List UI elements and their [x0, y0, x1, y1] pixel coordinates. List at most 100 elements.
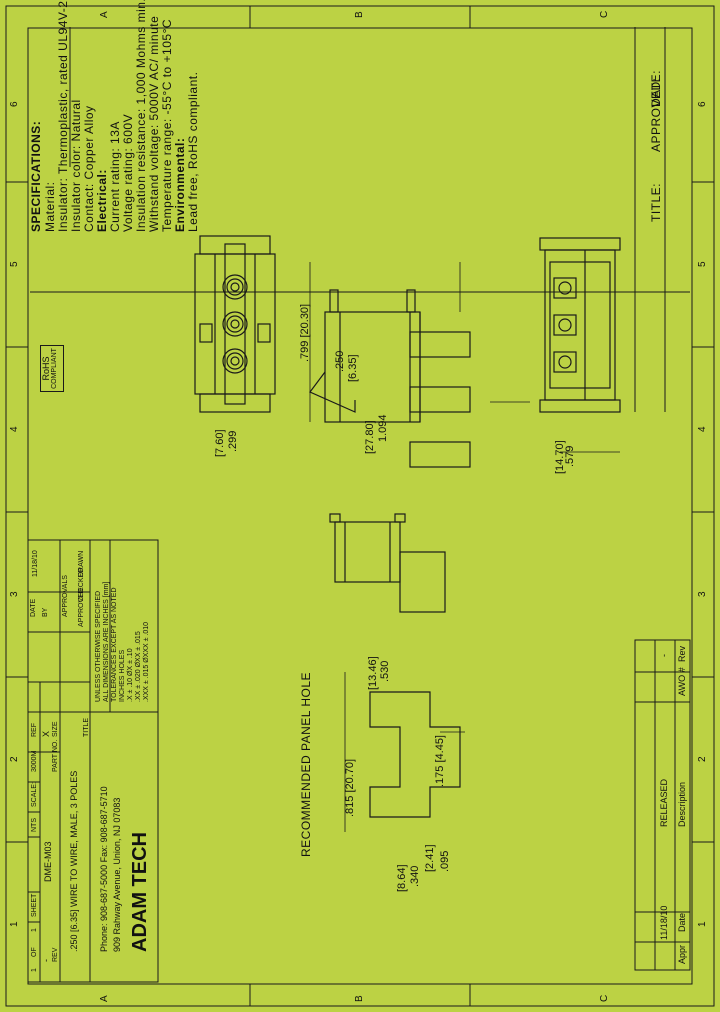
scale-label: SCALE:: [31, 782, 38, 807]
specification-line: Lead free, RoHS compliant.: [186, 71, 200, 232]
rev-header-description: Description: [677, 781, 687, 827]
zone-label: 3: [697, 591, 708, 597]
rohs-badge-line1: RoHS: [41, 356, 51, 381]
dim-hole-b: .815 [20.70]: [344, 758, 356, 817]
specification-line: Voltage rating: 600V: [121, 113, 135, 232]
dimension-lines: [309, 262, 620, 832]
rev-header-rev: Rev: [677, 645, 687, 662]
rev-label: REV: [52, 947, 59, 962]
specification-line: Withstand voltage: 5000V AC/ minute: [147, 15, 161, 232]
tolerance-line: UNLESS OTHERWISE SPECIFIED: [95, 590, 102, 702]
company-address: 909 Rahway Avenue, Union, NJ 07083: [112, 797, 122, 952]
zone-label: 1: [697, 921, 708, 927]
title-block-title: .250 [6.35] WIRE TO WIRE, MALE, 3 POLES: [69, 770, 79, 952]
dim-length-in: 1.094: [377, 414, 389, 442]
dim-pitch-mm: [6.35]: [347, 354, 359, 382]
rohs-badge: RoHS COMPLIANT: [40, 345, 64, 392]
approvals-date-header: DATE: [30, 598, 37, 617]
zone-label: 6: [9, 101, 20, 107]
rev-header-date: Date: [677, 912, 687, 932]
scale-value: NTS: [31, 818, 38, 832]
zone-label: 5: [9, 261, 20, 267]
tolerance-line: .X ± .10 ØX ± .10: [127, 648, 134, 702]
drawn-date: 11/18/10: [32, 550, 39, 577]
zone-label: B: [354, 995, 365, 1002]
specification-line: Current rating: 13A: [108, 121, 122, 232]
dim-hole-a-in: .530: [379, 660, 391, 682]
zone-label: 4: [9, 426, 20, 432]
company-name: ADAM TECH: [129, 832, 151, 952]
dim-width-mm: [14.70]: [554, 440, 566, 474]
revision-table-lines: [634, 639, 691, 971]
rev-row-date: 11/18/10: [659, 905, 669, 940]
zone-label: 5: [697, 261, 708, 267]
zone-label: A: [99, 11, 110, 18]
approvals-by-header: BY: [42, 607, 49, 617]
of-value: 1: [31, 968, 38, 972]
inner-border: [27, 27, 693, 985]
dim-pitch-in: .250: [334, 350, 346, 372]
specification-line: Insulator: Thermoplastic, rated UL94V-2: [56, 0, 70, 232]
sheet-label: SHEET: [31, 893, 38, 917]
tolerance-line: INCHES HOLES: [119, 649, 126, 702]
specification-line: Environmental:: [173, 137, 187, 232]
size-value: X: [41, 730, 51, 737]
zone-label: 1: [9, 921, 20, 927]
specifications-heading: SPECIFICATIONS:: [29, 120, 43, 232]
rev-value: -: [41, 959, 51, 962]
approvals-header: APPROVALS: [62, 575, 69, 617]
tolerance-line: ALL DIMENSIONS ARE INCHES [mm]: [103, 581, 110, 702]
dim-hole-c: .175 [4.45]: [434, 735, 446, 787]
dim-hole-e-mm: [8.64]: [396, 864, 408, 892]
specification-line: Insulation resistance: 1,000 Mohms min.: [134, 0, 148, 232]
tolerance-line: .XXX ± .015 ØXXX ± .010: [143, 621, 150, 702]
dim-height: .799 [20.30]: [299, 303, 311, 362]
specifications-block: SPECIFICATIONS: Material:Insulator: Ther…: [29, 0, 210, 232]
rohs-badge-line2: COMPLIANT: [51, 348, 58, 389]
ref-value: 3000M: [31, 750, 38, 772]
dim-hole-d-in: .095: [439, 850, 451, 872]
size-label: SIZE: [52, 721, 59, 737]
dim-width-in: .579: [564, 445, 576, 467]
panel-hole-label: RECOMMENDED PANEL HOLE: [299, 671, 313, 857]
zone-label: 2: [9, 756, 20, 762]
ref-label: REF: [31, 723, 38, 737]
outer-border: [5, 5, 715, 1007]
zone-label: 2: [697, 756, 708, 762]
sheet-value: 1: [31, 928, 38, 932]
title-block-lines: [27, 539, 159, 983]
rear-view: [329, 513, 446, 613]
specification-line: Electrical:: [95, 169, 109, 232]
zone-label: 6: [697, 101, 708, 107]
rev-header-appr: Appr: [677, 944, 687, 964]
rev-row-rev: -: [659, 654, 669, 657]
specification-line: Temperature range: -55°C to +105°C: [160, 18, 174, 232]
zone-ticks: [6, 6, 714, 1006]
title-block-title-label: TITLE: [83, 717, 90, 737]
dim-length-mm: [27.80]: [364, 420, 376, 454]
side-view: [309, 289, 471, 468]
specification-line: Contact: Copper Alloy: [82, 105, 96, 232]
title-label: TITLE:: [649, 182, 663, 222]
zone-label: C: [599, 10, 610, 18]
zone-label: A: [99, 995, 110, 1002]
specification-line: Insulator color: Natural: [69, 99, 83, 232]
zone-label: 3: [9, 591, 20, 597]
part-no-value: DME-M03: [43, 841, 53, 882]
dim-hole-e-in: .340: [409, 865, 421, 887]
company-phone: Phone: 908-687-5000 Fax: 908-687-5710: [99, 786, 109, 952]
approved-row-label: APPROVED: [78, 588, 85, 627]
dim-hole-d-mm: [2.41]: [424, 844, 436, 872]
dim-hole-a-mm: [13.46]: [367, 656, 379, 690]
tolerance-line: .XX ± .020 ØXX ± .015: [135, 631, 142, 702]
part-no-label: PART NO.: [52, 739, 59, 772]
of-label: OF: [31, 947, 38, 957]
rev-row-description: RELEASED: [659, 778, 669, 827]
zone-label: C: [599, 994, 610, 1002]
tolerance-line: TOLERANCES EXCEPT AS NOTED: [111, 587, 118, 703]
front-view: [194, 235, 276, 413]
panel-hole: [369, 691, 461, 818]
rev-header-awo: AWO #: [677, 667, 687, 696]
